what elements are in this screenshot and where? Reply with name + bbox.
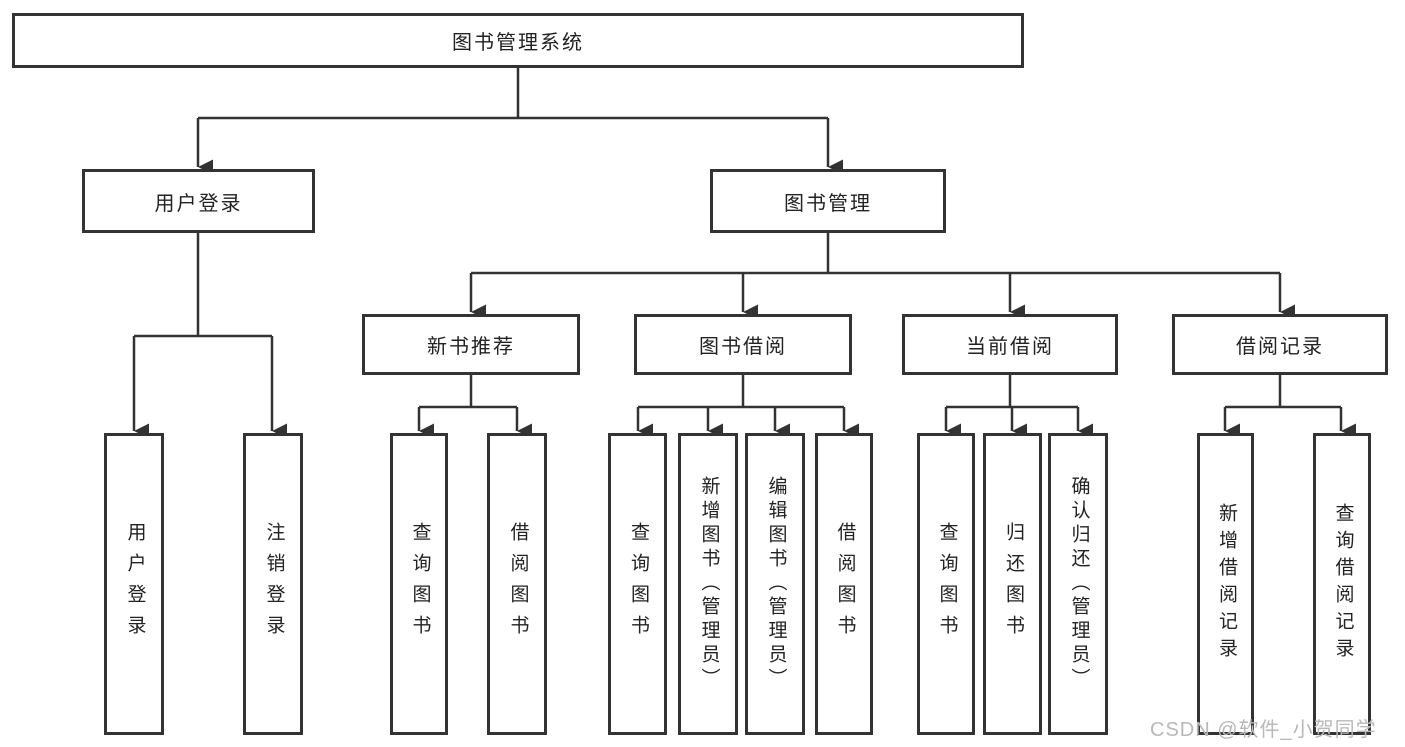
leaf-query-books-current-label: 查询图书	[936, 522, 958, 646]
node-new-book-recommend-label: 新书推荐	[427, 336, 515, 358]
leaf-add-borrow-record-label: 新增借阅记录	[1215, 503, 1237, 665]
leaf-return-book-label: 归还图书	[1002, 522, 1024, 646]
node-user-login: 用户登录	[82, 169, 315, 233]
leaf-borrow-books: 借阅图书	[815, 433, 873, 735]
leaf-query-books-recommend-label: 查询图书	[409, 522, 431, 646]
node-root-label: 图书管理系统	[452, 32, 584, 54]
node-user-login-label: 用户登录	[154, 192, 243, 215]
leaf-user-login: 用户登录	[104, 433, 164, 735]
leaf-borrow-books-recommend-label: 借阅图书	[507, 522, 529, 646]
node-new-book-recommend: 新书推荐	[362, 314, 580, 375]
leaf-return-book: 归还图书	[983, 433, 1042, 735]
node-book-management: 图书管理	[710, 169, 946, 233]
leaf-add-borrow-record: 新增借阅记录	[1197, 433, 1254, 735]
leaf-confirm-return-admin: 确认归还（管理员）	[1048, 433, 1108, 735]
leaf-logout-label: 注销登录	[263, 522, 285, 646]
csdn-watermark: CSDN @软件_小贺同学	[1150, 719, 1377, 741]
leaf-borrow-books-recommend: 借阅图书	[487, 433, 547, 735]
node-book-borrow: 图书借阅	[634, 314, 852, 375]
node-book-borrow-label: 图书借阅	[699, 336, 787, 358]
node-current-borrow-label: 当前借阅	[966, 336, 1054, 358]
leaf-query-borrow-record-label: 查询借阅记录	[1332, 503, 1354, 665]
leaf-query-books-current: 查询图书	[917, 433, 975, 735]
leaf-add-book-admin: 新增图书（管理员）	[678, 433, 738, 735]
leaf-query-books-borrow: 查询图书	[608, 433, 667, 735]
leaf-query-borrow-record: 查询借阅记录	[1313, 433, 1371, 735]
leaf-query-books-borrow-label: 查询图书	[627, 522, 649, 646]
node-book-management-label: 图书管理	[784, 192, 872, 215]
leaf-query-books-recommend: 查询图书	[390, 433, 448, 735]
node-borrow-records-label: 借阅记录	[1236, 336, 1324, 358]
leaf-logout: 注销登录	[243, 433, 303, 735]
node-borrow-records: 借阅记录	[1172, 314, 1388, 375]
node-root: 图书管理系统	[12, 13, 1024, 68]
leaf-edit-book-admin-label: 编辑图书（管理员）	[765, 476, 787, 692]
leaf-add-book-admin-label: 新增图书（管理员）	[698, 476, 720, 692]
leaf-edit-book-admin: 编辑图书（管理员）	[745, 433, 805, 735]
node-current-borrow: 当前借阅	[902, 314, 1118, 375]
leaf-user-login-label: 用户登录	[124, 522, 146, 646]
leaf-borrow-books-label: 借阅图书	[834, 522, 856, 646]
leaf-confirm-return-admin-label: 确认归还（管理员）	[1068, 476, 1090, 692]
